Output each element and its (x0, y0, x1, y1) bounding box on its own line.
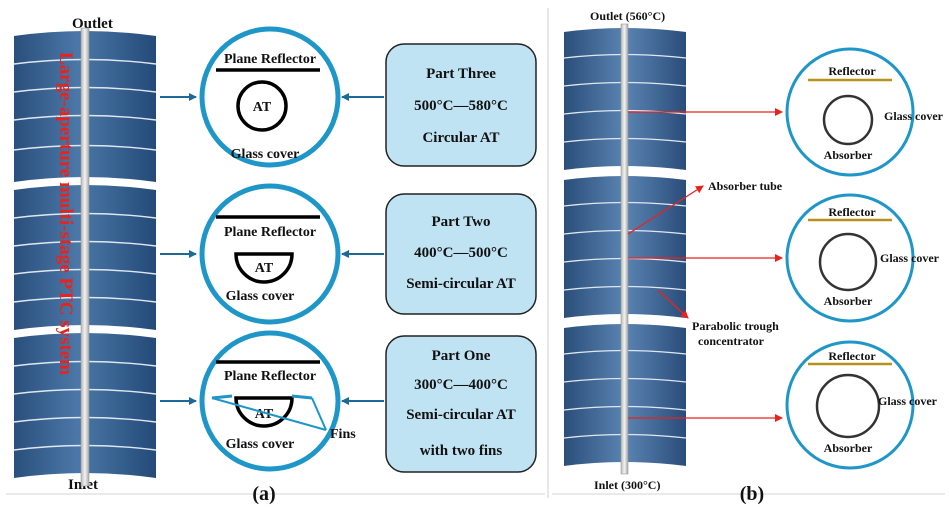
absorber-pipe-a (80, 27, 90, 487)
semi-circular-absorber-tube (234, 252, 294, 284)
glass-cover-label-b-bottom: Glass cover (878, 394, 938, 408)
panel-a: Outlet Inlet Large-aperture multi-stage … (13, 16, 537, 505)
absorber-b-mid (818, 232, 878, 292)
outlet-label-a: Outlet (72, 16, 113, 32)
part-three-box-bg (385, 43, 537, 167)
part-one-line-3: Semi-circular AT (406, 407, 516, 423)
plane-reflector-label-2: Plane Reflector (224, 225, 316, 240)
fins-leader-right (311, 397, 327, 431)
caption-b: (b) (740, 483, 764, 505)
trough-label-line1: Parabolic trough (692, 319, 779, 333)
glass-cover-label-1: Glass cover (226, 437, 295, 452)
collector-column-a (13, 27, 157, 487)
plane-reflector-label-3: Plane Reflector (224, 52, 316, 67)
part-two-box: Part Two 400°C—500°C Semi-circular AT (385, 193, 537, 315)
part-three-box: Part Three 500°C—580°C Circular AT (385, 43, 537, 167)
fins-leader-left (211, 397, 327, 431)
absorber-pipe-b (620, 23, 629, 475)
part-three-line-1: Part Three (426, 66, 496, 82)
part-two-box-bg (385, 193, 537, 315)
trough-label-line2: concentrator (698, 334, 765, 348)
fin-left (211, 394, 233, 400)
part-three-line-2: 500°C—580°C (414, 98, 508, 114)
cross-section-part-three: Plane Reflector AT Glass cover (199, 26, 341, 168)
part-one-box: Part One 300°C—400°C Semi-circular AT wi… (385, 335, 537, 473)
at-label-2: AT (255, 261, 274, 276)
glass-cover-label-2: Glass cover (226, 289, 295, 304)
glass-cover-label-3: Glass cover (231, 147, 300, 162)
absorber-tube-label: Absorber tube (708, 179, 783, 193)
cross-section-part-two: Plane Reflector AT Glass cover (199, 183, 341, 325)
part-two-line-1: Part Two (431, 214, 490, 230)
inlet-label-b: Inlet (300°C) (594, 478, 660, 492)
absorber-label-b-top: Absorber (824, 148, 873, 162)
absorber-b-top (822, 94, 874, 146)
trough-leader (657, 289, 689, 319)
glass-cover-label-b-top: Glass cover (884, 109, 944, 123)
part-three-line-3: Circular AT (422, 130, 499, 146)
part-one-box-bg (385, 335, 537, 473)
part-two-line-3: Semi-circular AT (406, 276, 516, 292)
part-one-line-4: with two fins (420, 443, 503, 459)
fin-right (291, 394, 313, 400)
absorber-tube-leader (627, 185, 704, 235)
cross-section-b-bottom: Reflector Glass cover Absorber (785, 340, 938, 470)
absorber-label-b-bottom: Absorber (824, 441, 873, 455)
cross-section-part-one: Plane Reflector AT Glass cover Fins (199, 330, 356, 472)
cross-section-b-top: Reflector Glass cover Absorber (785, 47, 944, 177)
part-one-line-2: 300°C—400°C (414, 377, 508, 393)
at-label-3: AT (253, 100, 272, 115)
absorber-label-b-mid: Absorber (824, 294, 873, 308)
glass-cover-label-b-mid: Glass cover (880, 251, 940, 265)
vertical-system-title: Large-aperture multi-stage PTC system (55, 52, 76, 375)
plane-reflector-label-1: Plane Reflector (224, 369, 316, 384)
cross-section-b-mid: Reflector Glass cover Absorber (785, 193, 940, 323)
reflector-label-b-top: Reflector (828, 64, 876, 78)
reflector-label-b-bottom: Reflector (828, 349, 876, 363)
panel-b: Outlet (560°C) Inlet (300°C) Absorber tu… (563, 9, 944, 505)
reflector-label-b-mid: Reflector (828, 205, 876, 219)
absorber-b-bottom (815, 373, 881, 439)
circular-absorber-tube (236, 80, 288, 132)
caption-a: (a) (252, 483, 275, 505)
outlet-label-b: Outlet (560°C) (590, 9, 665, 23)
fins-label: Fins (330, 427, 356, 442)
part-one-line-1: Part One (432, 348, 491, 364)
part-two-line-2: 400°C—500°C (414, 245, 508, 261)
collector-column-b (563, 23, 687, 475)
